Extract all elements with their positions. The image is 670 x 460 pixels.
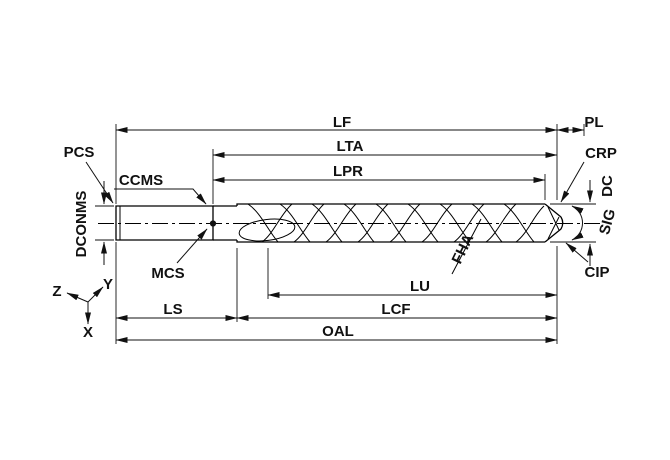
flute-runout (238, 218, 296, 242)
drill-flute-outline (236, 203, 545, 243)
drill-flutes-b (261, 203, 545, 243)
label-lu: LU (410, 278, 430, 295)
label-lpr: LPR (333, 163, 363, 180)
drill-flutes-a (247, 203, 535, 243)
z-axis-arrow (66, 292, 89, 303)
dimension-labels: LF PL LTA CRP LPR DC SIG CIP PCS CCMS DC… (64, 114, 620, 340)
label-lta: LTA (337, 138, 364, 155)
label-dconms: DCONMS (73, 191, 90, 258)
label-dc: DC (599, 175, 616, 197)
leader-lines (85, 161, 589, 264)
extension-lines (95, 124, 596, 344)
label-mcs: MCS (151, 265, 184, 282)
leader-crp (560, 161, 585, 203)
drill-point-facets (547, 206, 560, 240)
label-pcs: PCS (64, 144, 95, 161)
drill-shank (115, 205, 214, 241)
label-ccms: CCMS (119, 172, 163, 189)
leader-mcs (176, 228, 208, 264)
drill-body (98, 203, 600, 275)
helix-angle-line (451, 218, 482, 275)
y-axis-label: Y (103, 276, 113, 293)
y-axis-arrow (87, 286, 104, 303)
label-fha: FHA (449, 231, 478, 266)
leader-pcs (85, 161, 114, 204)
label-lcf: LCF (381, 301, 410, 318)
label-oal: OAL (322, 323, 354, 340)
label-sig: SIG (596, 207, 619, 236)
label-crp: CRP (585, 145, 617, 162)
z-axis-label: Z (52, 283, 61, 300)
label-lf: LF (333, 114, 351, 131)
mcs-point (209, 220, 217, 227)
dimension-lines (101, 127, 593, 343)
label-pl: PL (584, 114, 603, 131)
drill-point (544, 203, 564, 243)
label-cip: CIP (584, 264, 609, 281)
drill-neck (213, 205, 237, 241)
coordinate-axes: Z Y X (52, 276, 113, 341)
x-axis-label: X (83, 324, 93, 341)
leader-ccms (114, 188, 207, 205)
label-ls: LS (163, 301, 182, 318)
dim-arc-sig (571, 205, 584, 241)
leader-cip (565, 242, 589, 263)
